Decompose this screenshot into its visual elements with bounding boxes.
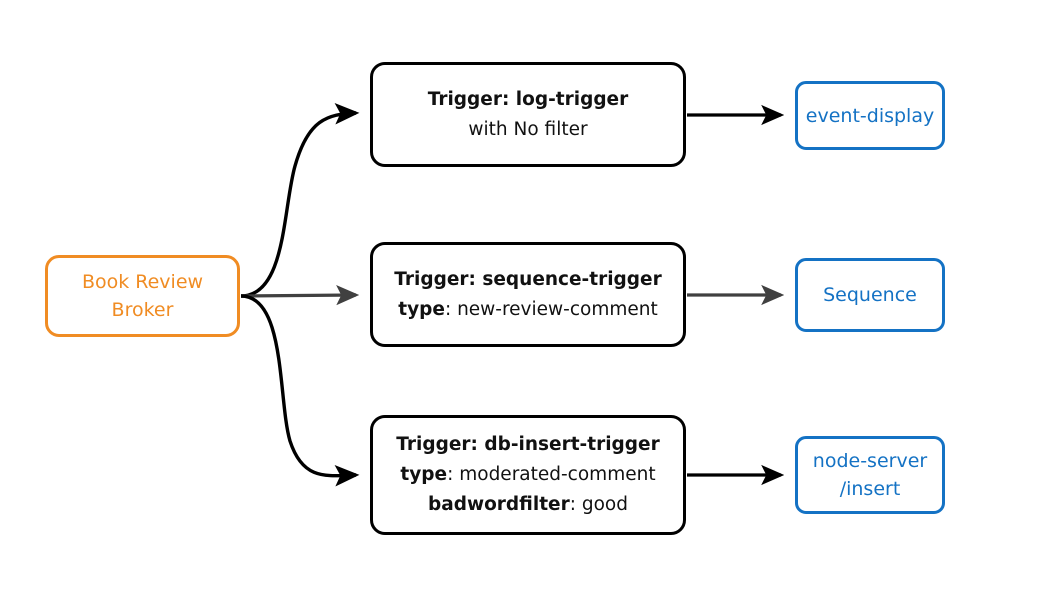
log-trigger-line1: Trigger: log-trigger: [427, 88, 629, 110]
node-event-display[interactable]: event-display: [795, 81, 945, 150]
node-sequence-trigger[interactable]: Trigger: sequence-trigger type: new-revi…: [370, 242, 686, 347]
sequence-label: Sequence: [823, 284, 917, 306]
node-server-label-line2: /insert: [839, 478, 901, 500]
node-book-review-broker[interactable]: Book Review Broker: [45, 255, 240, 337]
sequence-trigger-line2: type: new-review-comment: [398, 298, 658, 320]
sequence-trigger-line1: Trigger: sequence-trigger: [394, 268, 662, 290]
log-trigger-line2: with No filter: [468, 118, 588, 140]
node-node-server-insert[interactable]: node-server /insert: [795, 436, 945, 514]
db-insert-trigger-line3: badwordfilter: good: [428, 494, 628, 515]
node-db-insert-trigger[interactable]: Trigger: db-insert-trigger type: moderat…: [370, 415, 686, 535]
node-sequence[interactable]: Sequence: [795, 258, 945, 332]
edge-broker-to-log-trigger: [240, 102, 360, 298]
db-insert-trigger-line2: type: moderated-comment: [400, 464, 656, 485]
node-server-label-line1: node-server: [812, 450, 928, 472]
node-log-trigger[interactable]: Trigger: log-trigger with No filter: [370, 62, 686, 167]
broker-label-line1: Book Review: [81, 271, 204, 293]
event-display-label: event-display: [805, 104, 935, 127]
edge-broker-to-sequence-trigger: [240, 285, 360, 306]
db-insert-trigger-line1: Trigger: db-insert-trigger: [396, 434, 660, 455]
edge-broker-to-db-insert-trigger: [240, 294, 360, 487]
broker-label-line2: Broker: [111, 299, 174, 321]
